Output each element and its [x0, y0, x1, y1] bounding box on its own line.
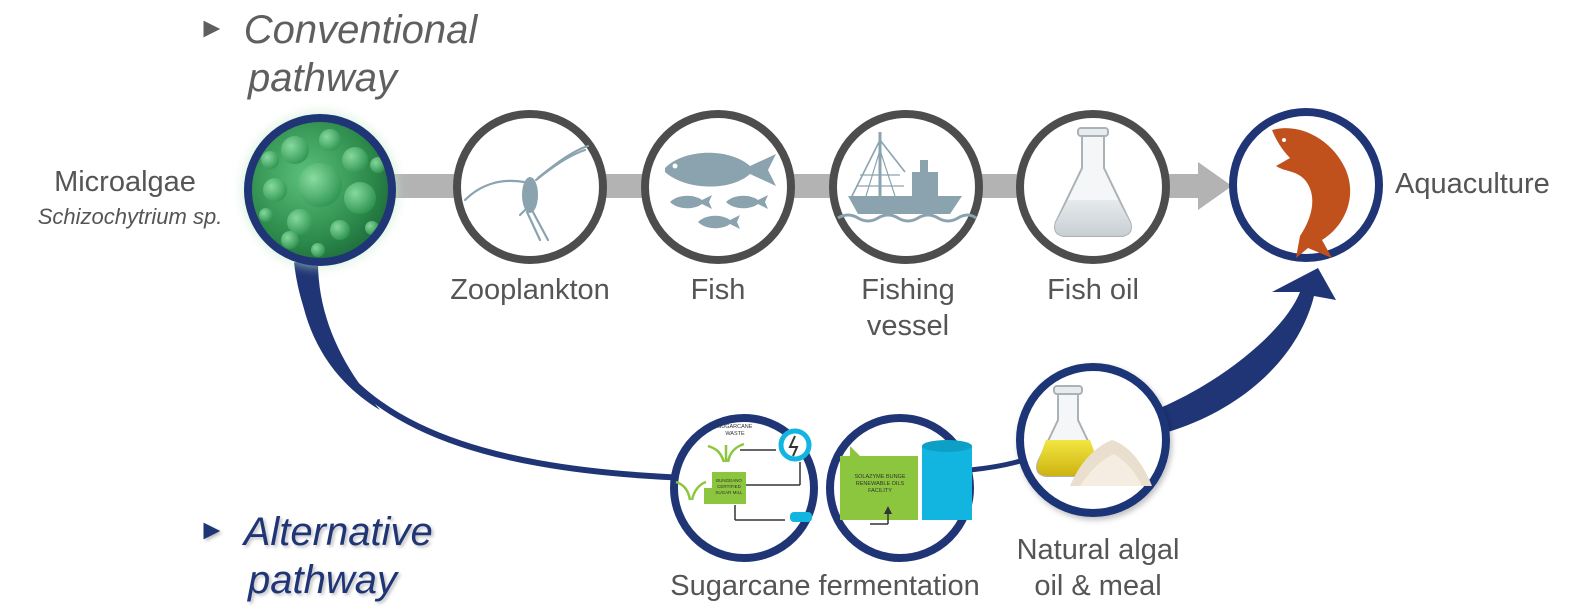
- fishing-vessel-label-line2: vessel: [866, 310, 950, 342]
- sugarcane-waste-line1: SUGARCANE: [718, 424, 753, 430]
- facility-line2: RENEWABLE OILS: [856, 481, 905, 487]
- aquaculture-label: Aquaculture: [1395, 168, 1550, 200]
- alternative-flow-arrow-right: [1160, 268, 1336, 432]
- sugarcane-mill-diagram: SUGARCANE WASTE BUNGEANO CERTIFIED SUGAR…: [670, 414, 818, 562]
- zooplankton-label: Zooplankton: [450, 274, 610, 306]
- fish-icon: [641, 110, 795, 264]
- alternative-pathway-heading: ► Alternative pathway: [198, 506, 433, 604]
- flask-icon: [1016, 110, 1170, 264]
- fish-oil-label: Fish oil: [1047, 274, 1139, 306]
- algal-oil-meal-label-line2: oil & meal: [1034, 570, 1162, 602]
- mill-line1: BUNGEANO: [716, 478, 742, 483]
- microalgae-label: Microalgae: [54, 166, 196, 198]
- oils-facility-diagram: SOLAZYME BUNGE RENEWABLE OILS FACILITY: [826, 414, 974, 562]
- mill-line2: CERTIFIED: [717, 484, 741, 489]
- conventional-title-line1: Conventional: [243, 8, 478, 52]
- alternative-title-line2: pathway: [248, 558, 397, 602]
- algal-oil-meal-icon: [1016, 363, 1170, 517]
- fish-label: Fish: [690, 274, 746, 306]
- algal-oil-meal-label-line1: Natural algal: [1016, 534, 1180, 566]
- facility-line1: SOLAZYME BUNGE: [854, 474, 905, 480]
- algal-oil-meal-label: Natural algal oil & meal: [998, 532, 1198, 604]
- fishing-vessel-icon: [829, 110, 983, 264]
- zooplankton-icon: [453, 110, 607, 264]
- alternative-bullet-icon: ►: [198, 514, 226, 545]
- conventional-title-line2: pathway: [248, 56, 397, 100]
- alternative-title-line1: Alternative: [243, 510, 433, 554]
- fishing-vessel-label: Fishing vessel: [820, 272, 996, 344]
- microalgae-icon: [244, 114, 396, 266]
- conventional-bullet-icon: ►: [198, 12, 226, 43]
- salmon-icon: [1229, 108, 1383, 262]
- sugarcane-waste-line2: WASTE: [725, 431, 745, 437]
- conventional-pathway-heading: ► Conventional pathway: [198, 4, 477, 102]
- facility-line3: FACILITY: [868, 488, 892, 494]
- fishing-vessel-label-line1: Fishing: [861, 274, 955, 306]
- mill-line3: SUGAR MILL: [715, 490, 743, 495]
- sugarcane-fermentation-label: Sugarcane fermentation: [670, 570, 980, 602]
- microalgae-species-label: Schizochytrium sp.: [37, 204, 223, 229]
